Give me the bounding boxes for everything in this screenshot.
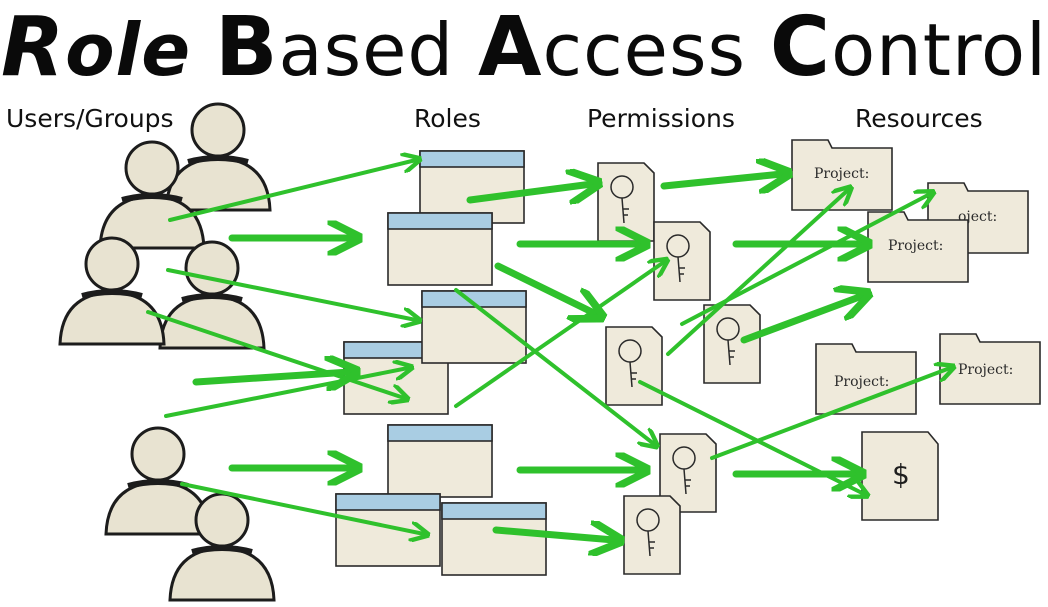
title-c: C bbox=[769, 0, 832, 95]
dollar-label: $ bbox=[892, 458, 910, 491]
resources-label: Resources bbox=[855, 104, 983, 133]
roles-label: Roles bbox=[414, 104, 481, 133]
title-ontrol: ontrol bbox=[831, 8, 1048, 92]
role-window-icon bbox=[387, 424, 493, 498]
project-folder-icon: Project: bbox=[791, 139, 893, 211]
project-label: Project: bbox=[958, 362, 1013, 378]
title-ccess: ccess bbox=[542, 8, 746, 92]
page-title: Role Based Access Control bbox=[0, 0, 1048, 96]
role-window-icon bbox=[335, 493, 441, 567]
title-ased: ased bbox=[278, 8, 455, 92]
key-permission-icon bbox=[703, 304, 761, 384]
dollar-document-icon: $ bbox=[861, 431, 939, 521]
title-r: R bbox=[0, 0, 66, 95]
assignment-arrows bbox=[146, 160, 950, 534]
key-permission-icon bbox=[605, 326, 663, 406]
title-ole: ole bbox=[65, 8, 192, 92]
title-a: A bbox=[478, 0, 543, 95]
user-icon bbox=[60, 238, 164, 344]
key-permission-icon bbox=[597, 162, 655, 242]
project-folder-icon: Project: bbox=[939, 333, 1041, 405]
project-label: Project: bbox=[888, 238, 943, 254]
project-label: Project: bbox=[814, 166, 869, 182]
user-icon bbox=[106, 428, 210, 534]
role-window-icon bbox=[441, 502, 547, 576]
flow-arrows bbox=[192, 174, 862, 540]
permissions-label: Permissions bbox=[587, 104, 735, 133]
role-window-icon bbox=[419, 150, 525, 224]
key-permission-icon bbox=[623, 495, 681, 575]
user-icon bbox=[166, 104, 270, 210]
role-window-icon bbox=[387, 212, 493, 286]
title-b: B bbox=[214, 0, 279, 95]
project-label: Project: bbox=[834, 374, 889, 390]
users-groups-label: Users/Groups bbox=[6, 104, 174, 133]
project-folder-icon: Project: bbox=[815, 343, 917, 415]
project-folder-icon: Project: bbox=[867, 211, 969, 283]
